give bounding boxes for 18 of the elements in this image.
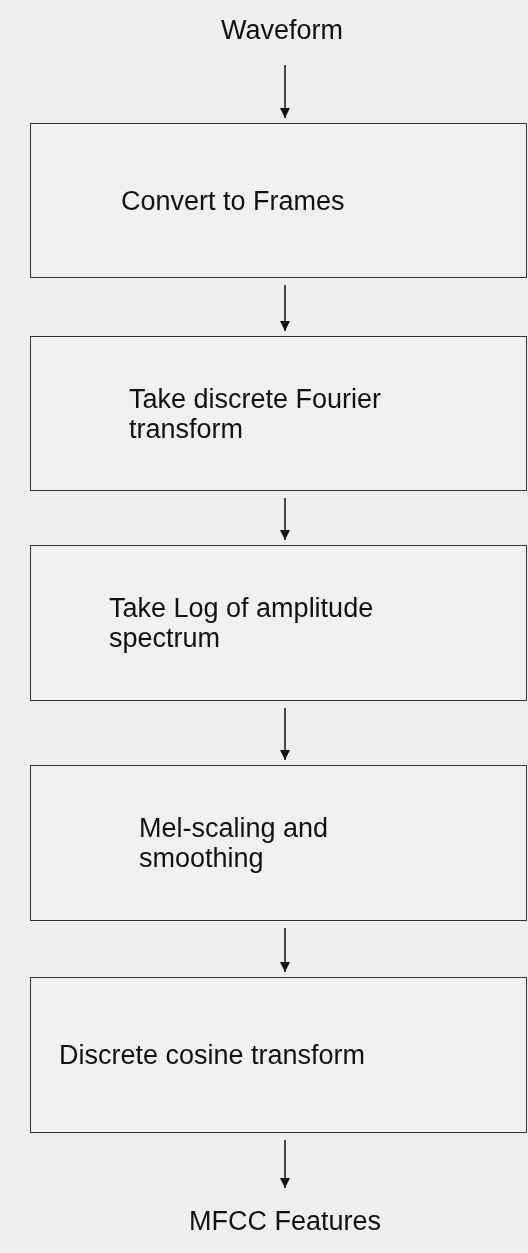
process-label: Discrete cosine transform [59,1040,367,1070]
process-label: Mel-scaling and smoothing [139,813,330,873]
process-box [30,765,527,921]
process-box [30,545,527,701]
arrow [280,497,290,541]
arrow [280,284,290,332]
arrow [280,1139,290,1189]
process-box [30,977,527,1133]
process-label: Take discrete Fourier transform [129,383,383,444]
process-label: Convert to Frames [121,185,346,216]
process-label: Take Log of amplitude spectrum [109,593,375,653]
process-box [30,123,527,278]
process-box [30,336,527,491]
arrow [280,64,290,119]
arrow [280,927,290,973]
arrow [280,707,290,761]
flow-label: Waveform [221,15,343,45]
flow-label: MFCC Features [189,1206,381,1236]
